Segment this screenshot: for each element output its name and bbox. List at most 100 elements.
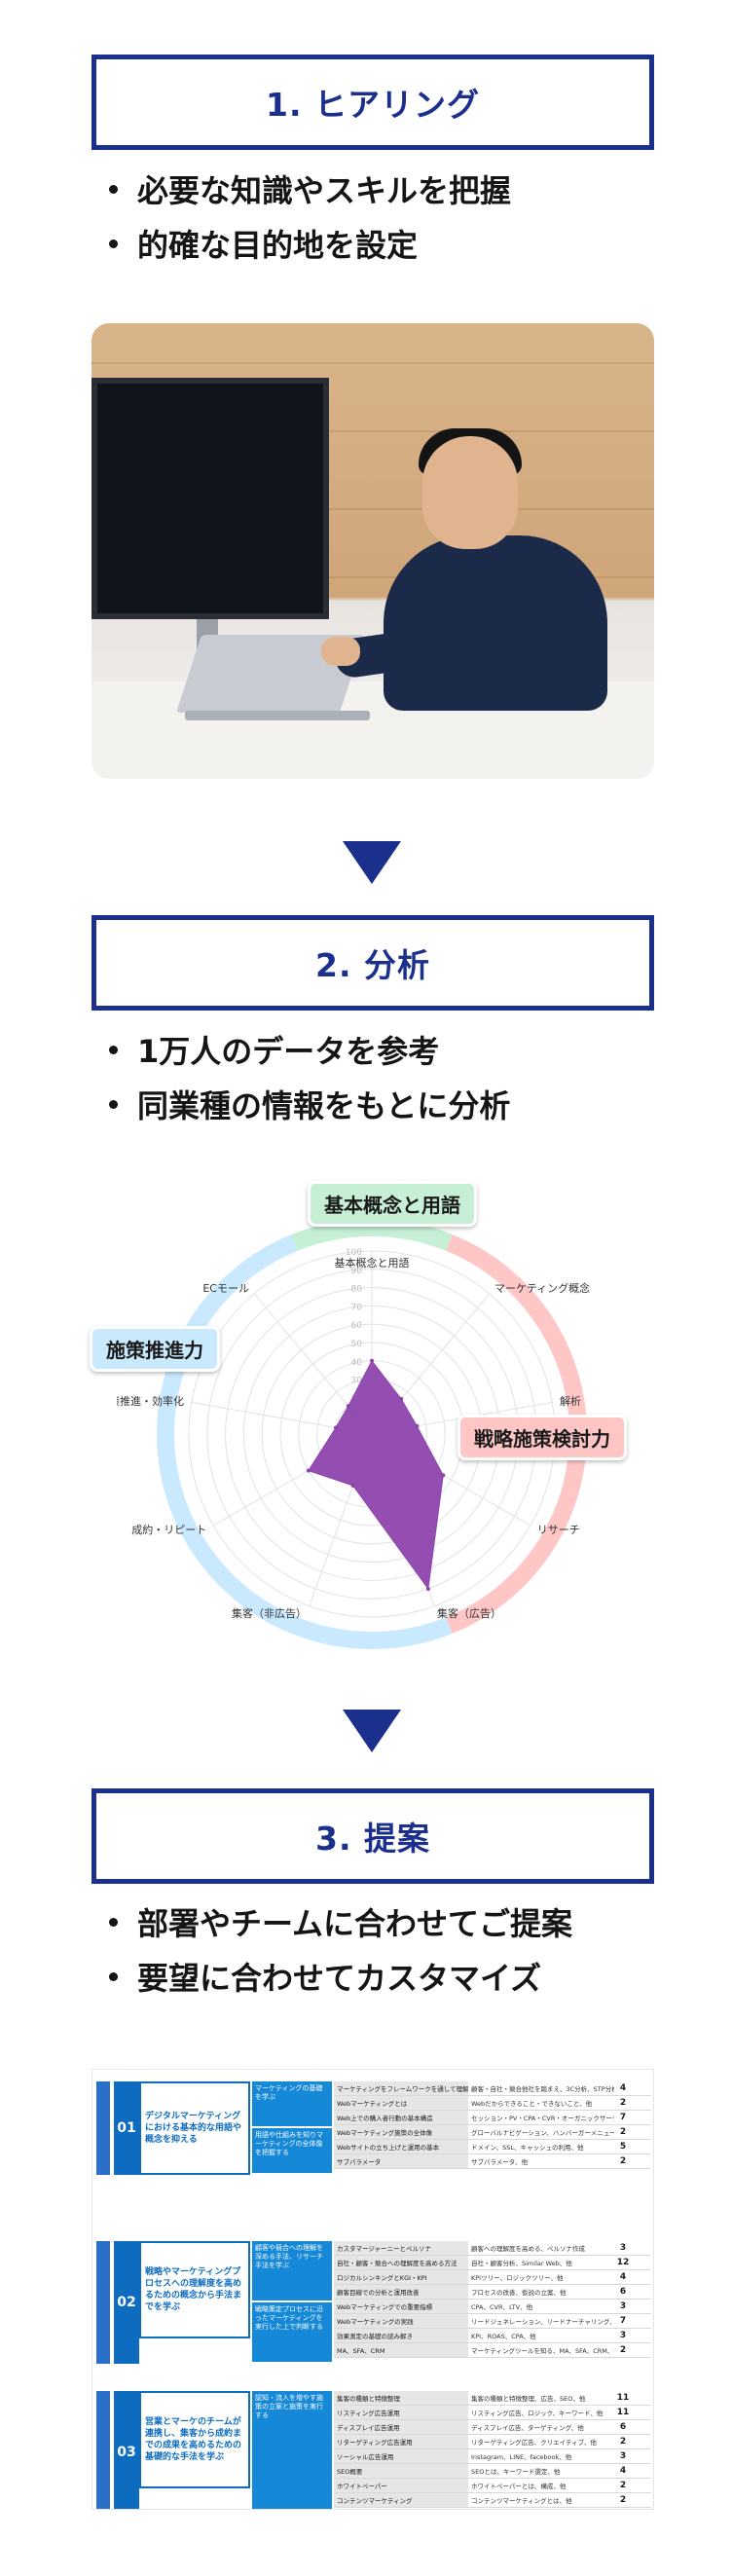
count-cell: 7 — [619, 2113, 627, 2122]
count-cell: 2 — [619, 2481, 627, 2490]
detail-cell: Webだからできること・できないこと、他 — [471, 2100, 593, 2108]
detail-cell: CPA、CVR、LTV、他 — [471, 2303, 533, 2311]
group-side-bar — [96, 2081, 110, 2175]
detail-cell: マーケティングツールを知る、MA、SFA、CRM、他 — [471, 2347, 614, 2355]
detail-cell: 自社・顧客分析、Similar Web、他 — [471, 2260, 572, 2267]
count-cell: 4 — [619, 2083, 627, 2093]
topic-cell: Webマーケティングとは — [334, 2096, 468, 2110]
group-heading: 戦略やマーケティングプロセスへの理解度を高めるための概念から手法までを学ぶ — [139, 2241, 250, 2338]
step-1-title: 1. ヒアリング — [266, 86, 480, 124]
topic-cell: ソーシャル広告運用 — [334, 2449, 468, 2463]
detail-cell: リターゲティング広告、クリエイティブ、他 — [471, 2439, 597, 2447]
radial-tick-label: 50 — [351, 1340, 363, 1349]
detail-cell: KPIツリー、ロジックツリー、他 — [471, 2274, 564, 2282]
count-cell: 4 — [619, 2466, 627, 2476]
topic-cell: SEO概要 — [334, 2464, 468, 2478]
data-point — [333, 1425, 338, 1430]
topic-cell: サブパラメータ — [334, 2154, 468, 2168]
topic-cell: 集客の種類と特徴整理 — [334, 2391, 468, 2405]
radial-tick-label: 100 — [346, 1248, 362, 1258]
count-cell: 4 — [619, 2272, 627, 2282]
table-row: マーケティングをフレームワークを通して理解する顧客・自社・競合他社を踏まえ、3C… — [334, 2081, 651, 2096]
down-arrow-icon — [343, 841, 401, 884]
bullet-item: 的確な目的地を設定 — [109, 216, 693, 271]
table-row: ホワイトペーパーホワイトペーパーとは、構成、他 2 — [334, 2479, 651, 2493]
topic-cell: ホワイトペーパー — [334, 2479, 468, 2492]
table-row: 自社・顧客・競合への理解度を高める方法自社・顧客分析、Similar Web、他… — [334, 2256, 651, 2270]
topic-cell: MA、SFA、CRM — [334, 2343, 468, 2357]
detail-cell: Instagram、LINE、facebook、他 — [471, 2453, 572, 2461]
detail-cell: ドメイン、SSL、キャッシュの利用、他 — [471, 2144, 584, 2152]
bullet-item: 要望に合わせてカスタマイズ — [109, 1949, 693, 2004]
monitor-illustration — [92, 378, 329, 619]
data-point — [370, 1358, 374, 1363]
step-3-title: 3. 提案 — [315, 1820, 430, 1858]
radial-tick-label: 90 — [351, 1267, 363, 1276]
topic-cell: 効果測定の基礎の読み解き — [334, 2329, 468, 2342]
category-tag-strategy: 戦略施策検討力 — [458, 1415, 627, 1460]
axis-label: マーケティング概念 — [494, 1281, 590, 1295]
bullet-dot-icon — [109, 1045, 118, 1054]
group-subheading: マーケティングの基礎を学ぶ — [252, 2081, 332, 2126]
data-point — [350, 1483, 355, 1488]
detail-cell: 顧客・自社・競合他社を踏まえ、3C分析、STP分析、他 — [471, 2085, 614, 2093]
down-arrow-icon — [343, 1710, 401, 1752]
detail-cell: ディスプレイ広告、ターゲティング、他 — [471, 2424, 584, 2432]
step-2-bullets: 1万人のデータを参考 同業種の情報をもとに分析 — [109, 1022, 693, 1131]
detail-cell: ホワイトペーパーとは、構成、他 — [471, 2483, 567, 2490]
step-2-heading-box: 2. 分析 — [92, 915, 654, 1011]
step-3-bullets: 部署やチームに合わせてご提案 要望に合わせてカスタマイズ — [109, 1895, 693, 2004]
count-cell: 3 — [619, 2301, 627, 2311]
radar-chart-svg: 102030405060708090100基本概念と用語マーケティング概念解析リ… — [98, 1219, 590, 1649]
topic-cell: Web上での購入者行動の基本構造 — [334, 2111, 468, 2124]
ring-basics — [291, 1219, 453, 1251]
axis-label: 集客（非広告） — [232, 1606, 307, 1620]
topic-cell: Webサイトの立ち上げと運用の基本 — [334, 2140, 468, 2153]
count-cell: 12 — [616, 2258, 630, 2267]
topic-cell: Webマーケティングでの重要指標 — [334, 2300, 468, 2313]
bullet-dot-icon — [109, 1099, 118, 1109]
detail-cell: サブパラメータ、他 — [471, 2158, 529, 2166]
detail-cell: コンテンツマーケティングとは、他 — [471, 2497, 572, 2505]
count-cell: 3 — [619, 2243, 627, 2253]
axis-label: リサーチ — [537, 1524, 580, 1536]
radar-chart: 102030405060708090100基本概念と用語マーケティング概念解析リ… — [90, 1181, 642, 1679]
count-cell: 5 — [619, 2142, 627, 2152]
detail-cell: リードジェネレーション、リードナーチャリング、他 — [471, 2318, 614, 2326]
bullet-dot-icon — [109, 184, 118, 194]
bullet-item: 部署やチームに合わせてご提案 — [109, 1895, 693, 1949]
step-3-heading-box: 3. 提案 — [92, 1788, 654, 1884]
ring-execution — [157, 1234, 453, 1649]
axis-label: 成約・リピート — [131, 1523, 206, 1536]
hearing-photo — [92, 323, 654, 779]
count-cell: 11 — [616, 2408, 630, 2417]
count-cell: 2 — [619, 2098, 627, 2108]
data-point — [415, 1423, 420, 1428]
data-point — [346, 1404, 350, 1409]
step-1-bullets: 必要な知識やスキルを把握 的確な目的地を設定 — [109, 162, 693, 271]
topic-cell: ロジカルシンキングとKGI・KPI — [334, 2270, 468, 2284]
count-cell: 11 — [616, 2393, 630, 2403]
group-number: 01 — [114, 2081, 139, 2175]
axis-label: 集客（広告） — [437, 1606, 501, 1620]
topic-cell: カスタマージャーニーとペルソナ — [334, 2241, 468, 2255]
topic-cell: マーケティングをフレームワークを通して理解する — [334, 2081, 468, 2095]
radial-tick-label: 30 — [351, 1377, 363, 1386]
count-cell: 3 — [619, 2451, 627, 2461]
topic-cell: リターゲティング広告運用 — [334, 2435, 468, 2448]
